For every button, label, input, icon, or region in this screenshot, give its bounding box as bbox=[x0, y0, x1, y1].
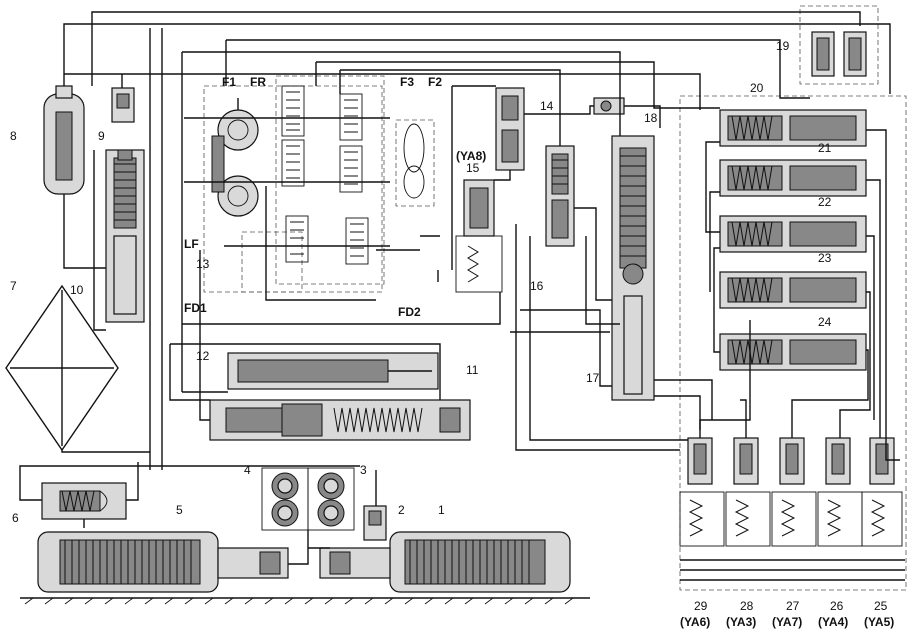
label-24: 24 bbox=[818, 315, 832, 329]
filter-7 bbox=[5, 284, 119, 452]
label-29: 29 bbox=[694, 599, 708, 613]
solenoid-valve-25 bbox=[861, 437, 903, 547]
label-13: 13 bbox=[196, 257, 210, 271]
valve-9 bbox=[111, 87, 135, 123]
tank-ground bbox=[20, 597, 590, 605]
label-14: 14 bbox=[540, 99, 554, 113]
label-19: 19 bbox=[776, 39, 790, 53]
label-ya7: (YA7) bbox=[772, 615, 802, 629]
label-f2: F2 bbox=[428, 75, 442, 89]
label-5: 5 bbox=[176, 503, 183, 517]
spool-valve-11 bbox=[209, 399, 471, 441]
solenoid-valve-27 bbox=[771, 437, 817, 547]
solenoid-valves-row bbox=[679, 437, 903, 547]
solenoid-valve-29 bbox=[679, 437, 725, 547]
label-10: 10 bbox=[70, 283, 84, 297]
label-f1: F1 bbox=[222, 75, 236, 89]
label-23: 23 bbox=[818, 251, 832, 265]
label-6: 6 bbox=[12, 511, 19, 525]
label-ya4: (YA4) bbox=[818, 615, 848, 629]
spool-valve-24 bbox=[719, 333, 867, 371]
label-28: 28 bbox=[740, 599, 754, 613]
valve-19 bbox=[799, 5, 879, 85]
label-ya3: (YA3) bbox=[726, 615, 756, 629]
shaft-block bbox=[211, 135, 225, 193]
spool-valve-23 bbox=[719, 271, 867, 309]
solenoid-labels: (YA8) (YA6) (YA3) (YA7) (YA4) (YA5) bbox=[456, 149, 894, 629]
clutch-labels: F1 FR F3 F2 LF FD1 FD2 bbox=[184, 75, 442, 319]
gear-pump-3 bbox=[307, 467, 355, 531]
label-27: 27 bbox=[786, 599, 800, 613]
accumulator-17 bbox=[611, 135, 655, 401]
label-ya6: (YA6) bbox=[680, 615, 710, 629]
label-fr: FR bbox=[250, 75, 266, 89]
accumulator-8 bbox=[43, 85, 85, 230]
valve-block-outline bbox=[679, 95, 907, 591]
label-20: 20 bbox=[750, 81, 764, 95]
pump-assembly-1 bbox=[319, 531, 571, 593]
clutch-packs bbox=[184, 85, 425, 265]
spool-valve-20 bbox=[719, 109, 867, 147]
relief-valve-6 bbox=[41, 482, 127, 528]
valve-15 bbox=[455, 179, 503, 293]
label-7: 7 bbox=[10, 279, 17, 293]
label-1: 1 bbox=[438, 503, 445, 517]
solenoid-valve-26 bbox=[817, 437, 863, 547]
label-22: 22 bbox=[818, 195, 832, 209]
label-lf: LF bbox=[184, 237, 199, 251]
label-4: 4 bbox=[244, 463, 251, 477]
label-17: 17 bbox=[586, 371, 600, 385]
label-26: 26 bbox=[830, 599, 844, 613]
label-ya5: (YA5) bbox=[864, 615, 894, 629]
solenoid-valve-14 bbox=[495, 87, 525, 171]
clutch-lf bbox=[217, 175, 259, 217]
label-fd1: FD1 bbox=[184, 301, 207, 315]
label-3: 3 bbox=[360, 463, 367, 477]
label-11: 11 bbox=[466, 363, 479, 377]
clutch-f1 bbox=[217, 98, 259, 151]
label-15: 15 bbox=[466, 161, 480, 175]
solenoid-valve-28 bbox=[725, 437, 771, 547]
label-21: 21 bbox=[818, 141, 832, 155]
label-18: 18 bbox=[644, 111, 658, 125]
pump-assembly-5 bbox=[37, 531, 289, 593]
component-labels: 1 2 3 4 5 6 7 8 9 10 11 12 13 14 15 16 1… bbox=[10, 39, 888, 613]
pressure-valve-10 bbox=[105, 149, 145, 323]
label-9: 9 bbox=[98, 129, 105, 143]
valve-16 bbox=[545, 145, 575, 247]
gear-pump-4 bbox=[261, 467, 309, 531]
hydraulic-lines bbox=[19, 11, 905, 581]
spool-valve-22 bbox=[719, 215, 867, 253]
spool-valve-21 bbox=[719, 159, 867, 197]
label-fd2: FD2 bbox=[398, 305, 421, 319]
label-25: 25 bbox=[874, 599, 888, 613]
cylinder-12 bbox=[227, 352, 439, 390]
label-8: 8 bbox=[10, 129, 17, 143]
label-2: 2 bbox=[398, 503, 405, 517]
label-f3: F3 bbox=[400, 75, 414, 89]
label-12: 12 bbox=[196, 349, 210, 363]
label-16: 16 bbox=[530, 279, 544, 293]
check-valve-2 bbox=[363, 505, 387, 541]
label-ya8: (YA8) bbox=[456, 149, 486, 163]
